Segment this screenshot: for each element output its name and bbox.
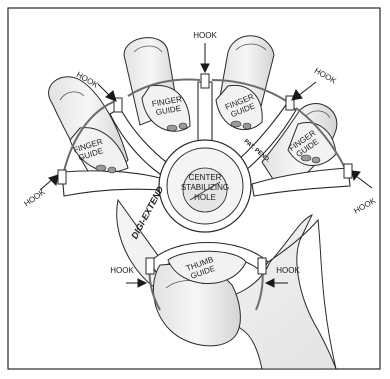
- center-label-line3: HOLE: [194, 193, 216, 202]
- hook-label-bottom-right: HOOK: [276, 266, 300, 275]
- hook-pin-left: [58, 170, 66, 184]
- hook-label-bottom-left: HOOK: [110, 266, 134, 275]
- center-label-line2: STABILIZING: [181, 183, 229, 192]
- hook-pin-top: [201, 74, 209, 88]
- hook-label-top: HOOK: [193, 31, 217, 40]
- center-label-line1: CENTER: [189, 173, 222, 182]
- hook-pin-bottom-left: [146, 258, 154, 274]
- hook-pin-bottom-right: [258, 258, 266, 274]
- hook-pin-right: [344, 164, 352, 178]
